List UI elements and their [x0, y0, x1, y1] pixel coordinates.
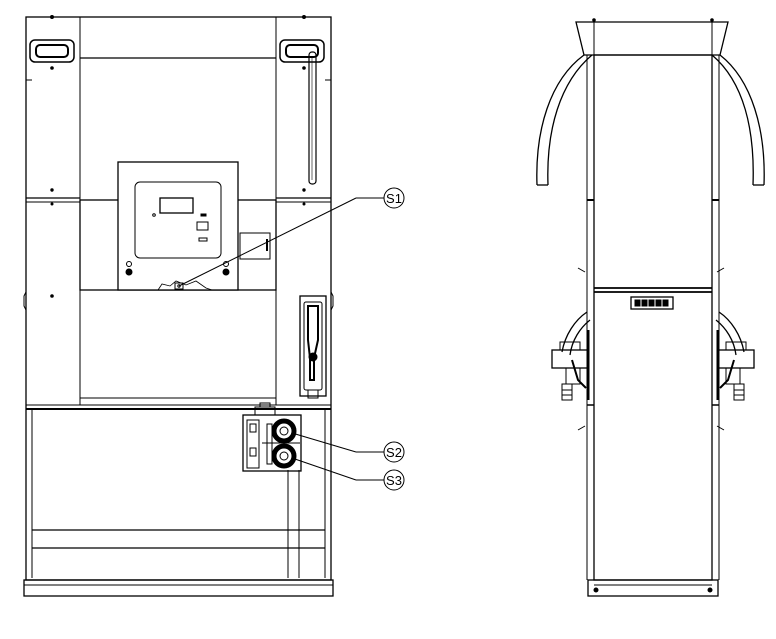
- display-button: [196, 221, 209, 231]
- side-top-hood: [575, 21, 729, 56]
- callouts: S1 S2 S3: [178, 187, 405, 491]
- middle-panel: [79, 289, 277, 406]
- left-hose: [536, 54, 593, 186]
- callout-s1-bubble: [383, 187, 405, 209]
- callout-s3-bubble: [383, 469, 405, 491]
- callout-s2-label: S2: [386, 445, 402, 460]
- front-frame: [25, 16, 332, 581]
- right-lifting-handle: [279, 39, 325, 63]
- right-nozzle: [715, 311, 755, 401]
- callout-s1-label: S1: [386, 191, 402, 206]
- display-screen: [159, 197, 194, 214]
- side-body: [593, 54, 713, 581]
- side-base: [587, 579, 719, 597]
- left-lifting-handle: [29, 39, 75, 63]
- front-view: [23, 15, 334, 597]
- front-base: [23, 579, 334, 597]
- lower-cabinet: [25, 404, 332, 581]
- display-bezel: [134, 181, 222, 259]
- right-hose-tube: [308, 51, 317, 185]
- callout-s3-label: S3: [386, 473, 402, 488]
- valve-upper: [271, 418, 297, 444]
- right-hose: [711, 54, 765, 186]
- left-lock-icon: [125, 261, 133, 276]
- valve-lower: [271, 443, 297, 469]
- valve-assembly: [242, 402, 302, 472]
- left-nozzle: [551, 311, 591, 401]
- display-housing: [79, 161, 277, 291]
- callout-s2-bubble: [383, 441, 405, 463]
- card-reader: [239, 232, 271, 260]
- nozzle-holster: [299, 295, 327, 399]
- side-view: [536, 18, 765, 597]
- side-display: [630, 296, 674, 310]
